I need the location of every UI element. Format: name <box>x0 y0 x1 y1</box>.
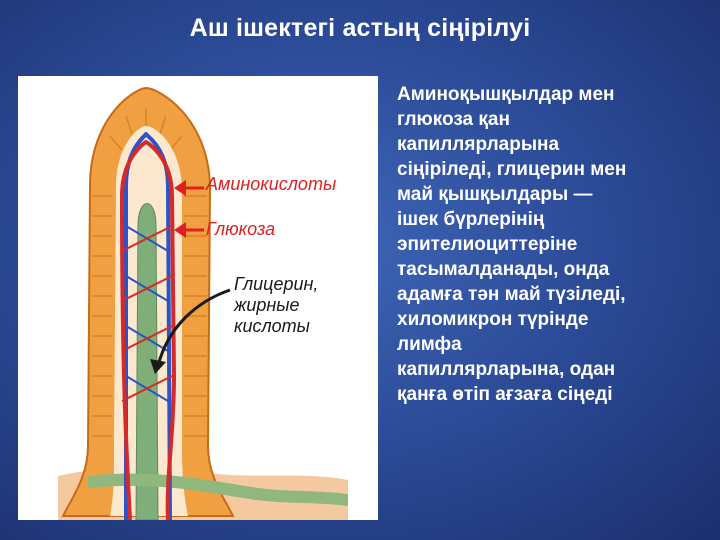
lymph-vessel <box>88 473 348 506</box>
epithelial-cells <box>92 108 207 437</box>
lacteal <box>135 203 159 520</box>
label-amino-acids: Аминокислоты <box>206 174 337 194</box>
villus-illustration <box>58 86 348 520</box>
slide-title: Аш ішектегі астың сіңірілуі <box>189 14 531 42</box>
villus-diagram: Аминокислоты Глюкоза Глицерин, жирные ки… <box>18 76 378 520</box>
glucose-arrow <box>174 222 204 238</box>
label-glycerol-fatty-acids: Глицерин, жирные кислоты <box>234 274 319 336</box>
artery <box>119 139 177 520</box>
explanation-text: Аминоқышқылдар мен глюкоза қан капиллярл… <box>397 84 627 405</box>
glycerol-arrow <box>150 288 231 374</box>
label-glucose: Глюкоза <box>206 219 276 239</box>
amino-arrow <box>174 180 204 196</box>
artery-capillaries <box>121 225 173 402</box>
